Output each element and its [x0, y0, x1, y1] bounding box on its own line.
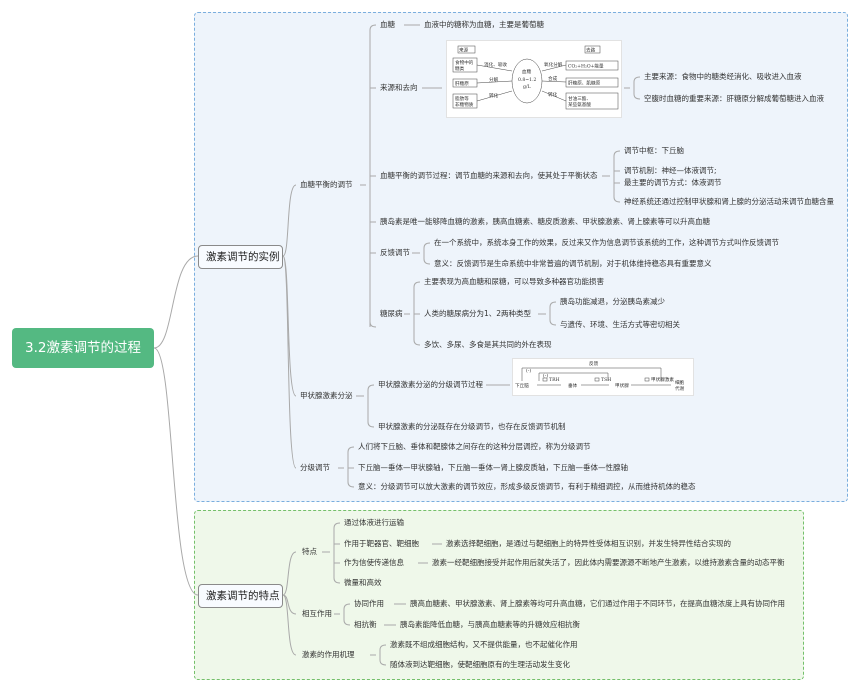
- blood-sugar-definition: 血液中的糖称为血糖，主要是葡萄糖: [424, 20, 544, 29]
- regulation-nerve-note: 神经系统还通过控制甲状腺和肾上腺的分泌活动来调节血糖含量: [624, 197, 834, 206]
- interaction-topic[interactable]: 相互作用: [302, 609, 332, 618]
- thyroid-diagram-tsh: TSH: [601, 377, 611, 383]
- feature-body-fluid-transport[interactable]: 通过体液进行运输: [344, 518, 404, 527]
- insulin-note[interactable]: 胰岛素是唯一能够降血糖的激素，胰高血糖素、糖皮质激素、甲状腺激素、肾上腺素等可以…: [380, 217, 710, 226]
- blood-sugar-source-diagram: 来源 去路 食物中的 糖类 肝糖原 脂肪等 非糖物质 消化、吸收 分解 转化 血…: [446, 40, 622, 118]
- diagram-destination-label: 去路: [586, 47, 596, 54]
- diagram-step-convert-out: 转化: [548, 91, 558, 98]
- thyroid-diagram-minus-1: (-): [526, 367, 531, 374]
- thyroid-diagram-cell: 细胞: [675, 379, 685, 386]
- grading-regulation-topic[interactable]: 分级调节: [300, 463, 330, 472]
- antagonism-note: 胰岛素能降低血糖，与胰高血糖素等的升糖效应相抗衡: [400, 620, 580, 629]
- diagram-step-digestion: 消化、吸收: [484, 61, 507, 68]
- section2-frame: [194, 510, 804, 680]
- diagram-fat-nonsugar: 脂肪等: [455, 95, 469, 102]
- diagram-center-unit: g/L: [523, 84, 531, 90]
- thyroid-diagram-thyroid: 甲状腺: [615, 382, 629, 389]
- diagram-food-carbohydrate-2: 糖类: [455, 65, 465, 72]
- diagram-out-amino: 某些氨基酸: [568, 101, 591, 108]
- regulation-process-label[interactable]: 血糖平衡的调节过程：调节血糖的来源和去向，使其处于平衡状态: [380, 171, 598, 180]
- section-title-hormone-examples[interactable]: 激素调节的实例: [198, 245, 283, 269]
- antagonism-label[interactable]: 相抗衡: [354, 620, 377, 629]
- diagram-step-decompose: 分解: [489, 76, 499, 83]
- regulation-main-mode-note: 最主要的调节方式：体液调节: [624, 178, 722, 187]
- diagram-fat-nonsugar-2: 非糖物质: [455, 101, 474, 108]
- feedback-significance-note: 意义：反馈调节是生命系统中非常普遍的调节机制，对于机体维持稳态具有重要意义: [434, 259, 712, 268]
- mechanism-topic[interactable]: 激素的作用机理: [302, 650, 355, 659]
- diabetes-symptoms-note: 多饮、多尿、多食是其共同的外在表现: [424, 340, 552, 349]
- regulation-mechanism-note: 调节机制：神经—体液调节;: [624, 166, 717, 175]
- diagram-food-carbohydrate: 食物中的: [455, 59, 474, 66]
- grading-definition-note: 人们将下丘脑、垂体和靶腺体之间存在的这种分层调控，称为分级调节: [358, 442, 591, 451]
- thyroid-diagram-metabolism: 代谢: [675, 385, 685, 392]
- feature-messenger-note: 激素一经靶细胞接受并起作用后就失活了，因此体内需要源源不断地产生激素，以维持激素…: [432, 558, 785, 567]
- feature-target-note: 激素选择靶细胞，是通过与靶细胞上的特异性受体相互识别，并发生特异性结合实现的: [446, 539, 731, 548]
- thyroid-process-label[interactable]: 甲状腺激素分泌的分级调节过程: [378, 380, 483, 389]
- grading-axes-note: 下丘脑—垂体—甲状腺轴，下丘脑—垂体—肾上腺皮质轴，下丘脑—垂体—性腺轴: [358, 463, 628, 472]
- feedback-definition-note: 在一个系统中，系统本身工作的效果，反过来又作为信息调节该系统的工作，这种调节方式…: [434, 238, 779, 247]
- diabetes-type1-note: 胰岛功能减退，分泌胰岛素减少: [560, 297, 665, 306]
- fasting-source-note: 空腹时血糖的重要来源：肝糖原分解成葡萄糖进入血液: [644, 94, 824, 103]
- diagram-out-glycogen: 肝糖原、肌糖原: [568, 80, 601, 87]
- blood-sugar-regulation-topic[interactable]: 血糖平衡的调节: [300, 180, 353, 189]
- thyroid-diagram-hormone: 甲状腺激素: [651, 376, 674, 383]
- diagram-liver-glycogen: 肝糖原: [455, 80, 469, 87]
- thyroid-grading-diagram: 反馈 (-) (-) TRH TSH 甲状腺激素 下丘脑 垂体 甲状腺 细胞 代…: [512, 358, 694, 396]
- section-title-hormone-features[interactable]: 激素调节的特点: [198, 584, 283, 608]
- main-source-note: 主要来源：食物中的糖类经消化、吸收进入血液: [644, 72, 802, 81]
- feedback-regulation-label[interactable]: 反馈调节: [380, 248, 410, 257]
- mechanism-note-1: 激素既不组成细胞结构，又不提供能量，也不起催化作用: [390, 640, 578, 649]
- thyroid-diagram-minus-2: (-): [543, 372, 548, 379]
- synergy-note: 胰高血糖素、甲状腺激素、肾上腺素等均可升高血糖，它们通过作用于不同环节，在提高血…: [410, 599, 785, 608]
- thyroid-diagram-trh: TRH: [549, 377, 560, 383]
- diagram-step-convert: 转化: [489, 92, 499, 99]
- diabetes-type2-note: 与遗传、环境、生活方式等密切相关: [560, 320, 680, 329]
- diagram-step-synthesis: 合成: [548, 75, 558, 82]
- blood-sugar-definition-label[interactable]: 血糖: [380, 20, 395, 29]
- diagram-center-range: 0.8~1.2: [518, 77, 537, 83]
- regulation-center-note: 调节中枢：下丘脑: [624, 146, 684, 155]
- feature-trace-efficient[interactable]: 微量和高效: [344, 578, 382, 587]
- root-topic[interactable]: 3.2激素调节的过程: [12, 328, 154, 368]
- thyroid-note: 甲状腺激素的分泌既存在分级调节，也存在反馈调节机制: [378, 422, 566, 431]
- features-topic[interactable]: 特点: [302, 547, 317, 556]
- diagram-center-blood-sugar: 血糖: [522, 68, 532, 75]
- synergy-label[interactable]: 协同作用: [354, 599, 384, 608]
- diagram-out-fat: 甘油三酯、: [568, 95, 591, 102]
- diabetes-label[interactable]: 糖尿病: [380, 309, 403, 318]
- thyroid-secretion-topic[interactable]: 甲状腺激素分泌: [300, 391, 353, 400]
- diagram-source-label: 来源: [459, 47, 469, 54]
- thyroid-diagram-hypothalamus: 下丘脑: [515, 382, 529, 389]
- thyroid-diagram-feedback: 反馈: [589, 360, 599, 367]
- feature-target-organ[interactable]: 作用于靶器官、靶细胞: [344, 539, 419, 548]
- grading-significance-note: 意义：分级调节可以放大激素的调节效应，形成多级反馈调节，有利于精细调控，从而维持…: [358, 482, 696, 491]
- diabetes-types-note[interactable]: 人类的糖尿病分为1、2两种类型: [424, 309, 532, 318]
- feature-messenger[interactable]: 作为信使传递信息: [344, 558, 404, 567]
- source-destination-label[interactable]: 来源和去向: [380, 83, 418, 92]
- diabetes-main-note: 主要表现为高血糖和尿糖，可以导致多种器官功能损害: [424, 277, 604, 286]
- diagram-out-energy: CO₂+H₂O+能量: [568, 63, 604, 70]
- diagram-step-oxidation: 氧化分解: [544, 61, 563, 68]
- thyroid-diagram-pituitary: 垂体: [568, 382, 578, 389]
- mechanism-note-2: 随体液到达靶细胞，使靶细胞原有的生理活动发生变化: [390, 660, 570, 669]
